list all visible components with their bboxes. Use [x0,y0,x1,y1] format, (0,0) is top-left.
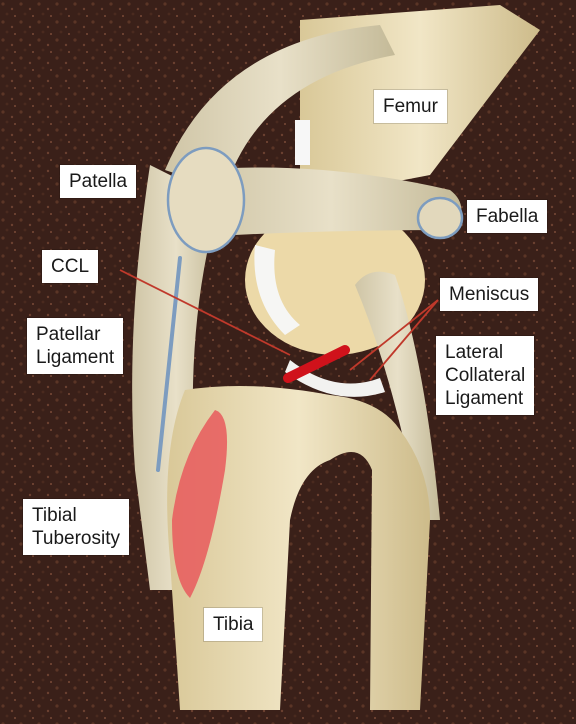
label-meniscus-text: Meniscus [449,283,529,306]
label-patellar-line-2: Ligament [36,346,114,369]
label-femur: Femur [374,90,447,123]
label-patellar-ligament: Patellar Ligament [27,318,123,374]
label-tibial-line-2: Tuberosity [32,527,120,550]
label-lcl-line-1: Lateral [445,341,525,364]
label-fabella: Fabella [467,200,547,233]
patella-outline [168,148,244,252]
label-lateral-collateral-ligament: Lateral Collateral Ligament [436,336,534,415]
label-patella-text: Patella [69,170,127,193]
label-tibia: Tibia [204,608,262,641]
label-femur-text: Femur [383,95,438,118]
label-tibia-text: Tibia [213,613,253,636]
label-fabella-text: Fabella [476,205,538,228]
femur-cartilage [295,120,310,165]
label-tibial-line-1: Tibial [32,504,120,527]
label-lcl-line-2: Collateral [445,364,525,387]
label-lcl-line-3: Ligament [445,387,525,410]
fabella-outline [418,198,462,238]
label-patellar-line-1: Patellar [36,323,114,346]
label-tibial-tuberosity: Tibial Tuberosity [23,499,129,555]
label-ccl: CCL [42,250,98,283]
label-meniscus: Meniscus [440,278,538,311]
label-patella: Patella [60,165,136,198]
label-ccl-text: CCL [51,255,89,278]
